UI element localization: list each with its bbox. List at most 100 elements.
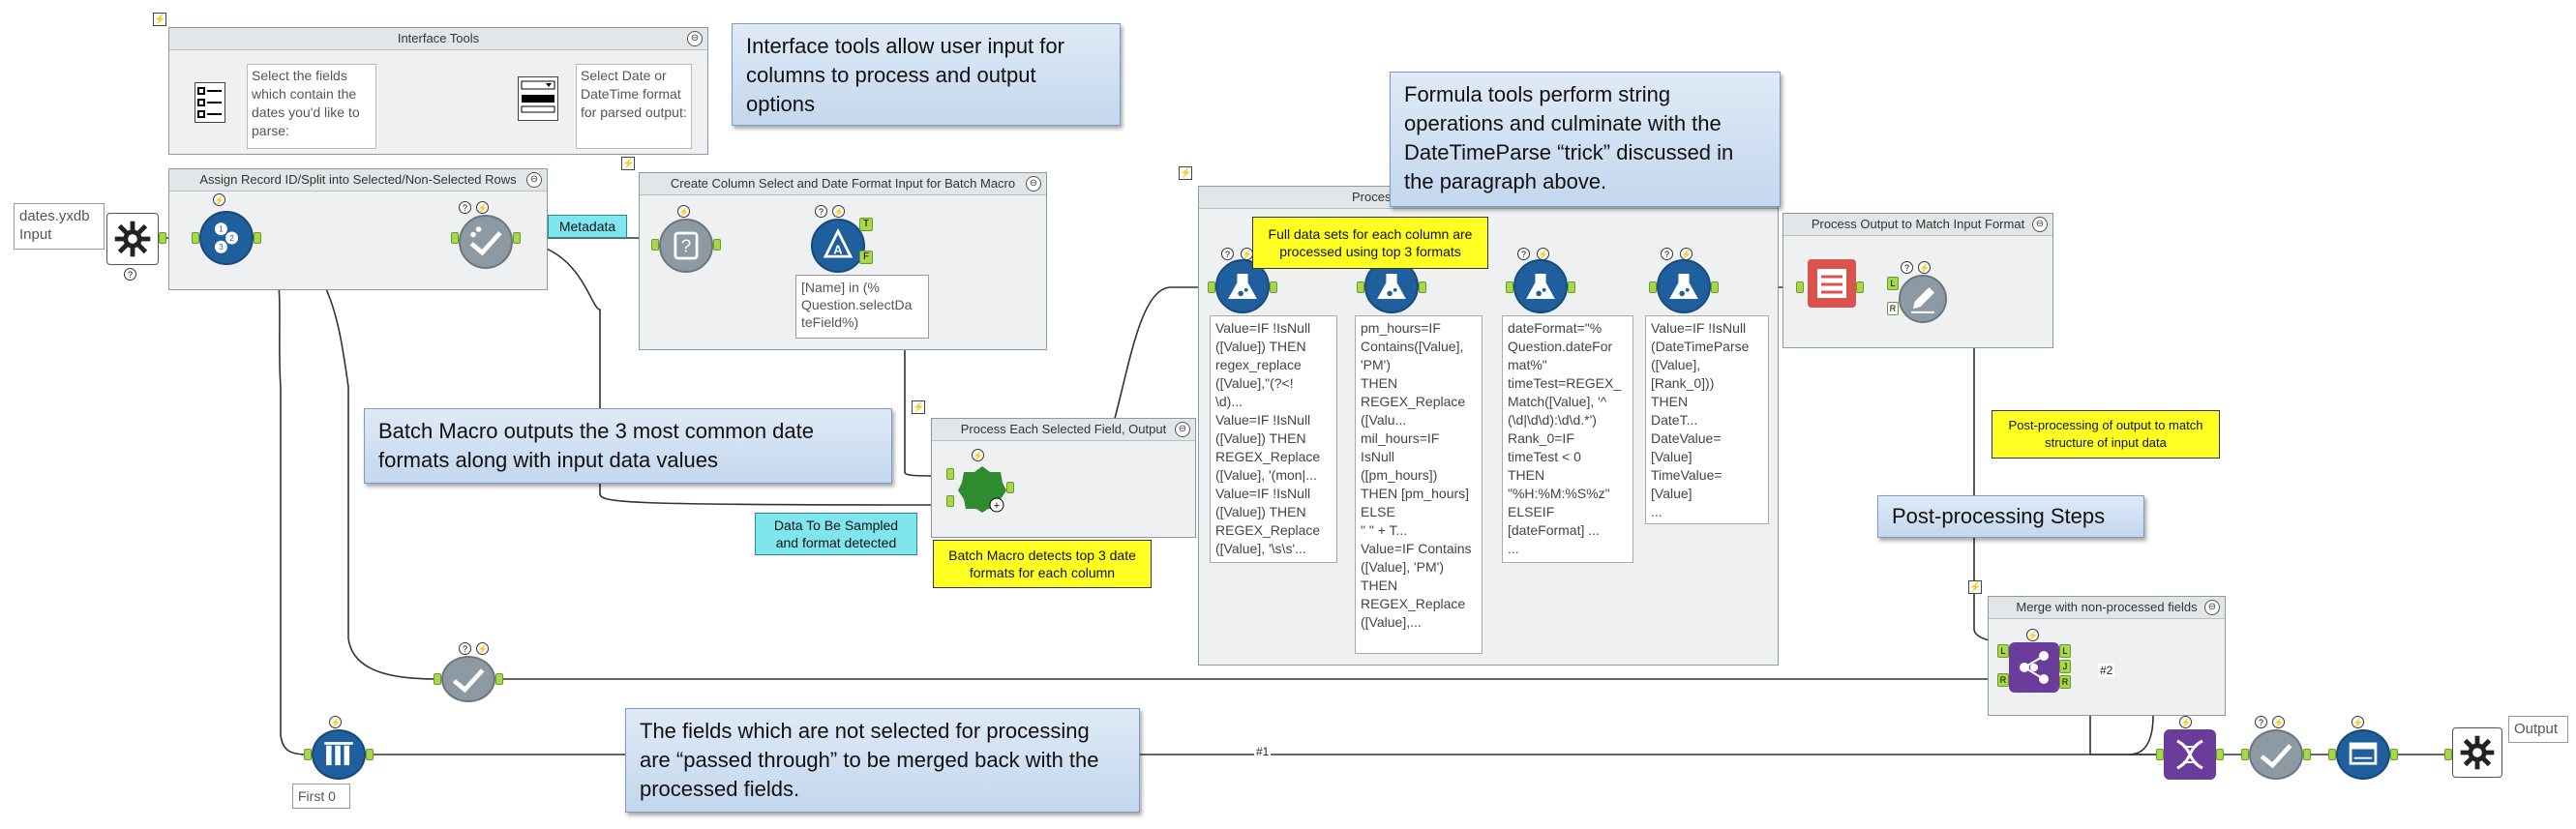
select-output-anchor[interactable]	[2390, 749, 2398, 760]
formula1-question-badge: ?	[1221, 248, 1234, 260]
question-tool[interactable]: ?	[659, 219, 713, 273]
collapse-button[interactable]: ⊖	[687, 31, 703, 46]
formula2-expression: pm_hours=IF Contains([Value], 'PM') THEN…	[1355, 315, 1483, 654]
batch-macro-tool[interactable]: +	[958, 464, 1006, 513]
select-input-anchor[interactable]	[2328, 749, 2336, 760]
dna-icon	[2176, 739, 2203, 770]
crosstab-tool[interactable]	[1808, 259, 1856, 308]
join-r-output-anchor[interactable]: R	[2059, 675, 2071, 689]
join-left-anchor[interactable]: L	[1997, 644, 2009, 658]
formula2-output-anchor[interactable]	[1419, 281, 1426, 293]
crosstab-output-anchor[interactable]	[1856, 281, 1864, 293]
container-lightning-icon: ⚡	[621, 157, 635, 170]
formula1-input-anchor[interactable]	[1208, 281, 1215, 293]
collapse-button[interactable]: ⊖	[1026, 176, 1041, 192]
filter-tool[interactable]: A	[811, 219, 865, 273]
collapse-button[interactable]: ⊖	[526, 172, 542, 188]
macro-input-anchor-1[interactable]	[946, 468, 954, 480]
post-processing-steps-note: Post-processing Steps	[1877, 495, 2144, 538]
svg-text:1: 1	[219, 224, 224, 234]
formula-tool-4[interactable]	[1657, 259, 1711, 313]
filter3-input-anchor[interactable]	[2241, 749, 2249, 760]
filter2-question-badge: ?	[459, 642, 471, 655]
join-tool[interactable]	[2009, 642, 2059, 693]
select-records-tool-3[interactable]	[2249, 729, 2303, 780]
gear-icon	[2460, 735, 2495, 770]
record-id-icon: 123	[214, 222, 239, 253]
question-output-anchor[interactable]	[713, 239, 721, 251]
select-tool[interactable]	[2336, 729, 2390, 780]
select-format-label: Select Date or DateTime format for parse…	[576, 64, 692, 149]
sample-icon	[324, 742, 353, 766]
input-tool[interactable]	[106, 213, 159, 265]
union-input-anchor[interactable]	[2156, 749, 2164, 760]
select-icon	[2349, 742, 2378, 765]
filter-true-anchor[interactable]: T	[859, 218, 873, 231]
formula1-output-anchor[interactable]	[1270, 281, 1277, 293]
filter3-lightning-badge: ⚡	[2272, 716, 2285, 728]
filter-false-anchor[interactable]: F	[859, 251, 873, 264]
question-lightning-badge: ⚡	[677, 205, 690, 218]
formula3-input-anchor[interactable]	[1506, 281, 1513, 293]
filter2-input-anchor[interactable]	[434, 673, 441, 685]
batch-macro-icon: +	[958, 466, 1006, 513]
container-interface-tools[interactable]: Interface Tools ⊖ Select the fields whic…	[168, 27, 708, 155]
select-fields-label: Select the fields which contain the date…	[247, 64, 376, 149]
input-output-anchor[interactable]	[159, 232, 166, 244]
formula4-output-anchor[interactable]	[1711, 281, 1719, 293]
join-j-output-anchor[interactable]: J	[2059, 660, 2071, 673]
formula2-input-anchor[interactable]	[1357, 281, 1364, 293]
sample-output-anchor[interactable]	[366, 749, 374, 760]
select-records-tool-2[interactable]	[441, 656, 495, 702]
svg-text:+: +	[994, 500, 1000, 512]
crosstab-input-anchor[interactable]	[1796, 281, 1804, 293]
full-data-note: Full data sets for each column are proce…	[1252, 217, 1488, 269]
sample-tool[interactable]	[312, 729, 366, 780]
join-right-anchor[interactable]: R	[1997, 673, 2009, 687]
dropdown-icon[interactable]	[518, 76, 558, 121]
select-records-tool[interactable]	[459, 215, 513, 269]
filter-input-anchor[interactable]	[451, 232, 459, 244]
filter3-output-anchor[interactable]	[2303, 749, 2311, 760]
union-tool[interactable]	[2164, 729, 2216, 780]
union-lightning-badge: ⚡	[2179, 716, 2192, 728]
dynamic-right-anchor[interactable]: R	[1887, 302, 1899, 315]
dynamic-rename-tool[interactable]	[1899, 275, 1947, 323]
filter2-output-anchor[interactable]	[495, 673, 503, 685]
collapse-button[interactable]: ⊖	[2204, 600, 2220, 615]
macro-output-anchor[interactable]	[1006, 482, 1014, 493]
pencil-icon	[1911, 287, 1934, 313]
macro-input-anchor-2[interactable]	[946, 495, 954, 507]
formula3-output-anchor[interactable]	[1568, 281, 1575, 293]
filtera-lightning-badge: ⚡	[832, 205, 845, 218]
listbox-icon[interactable]	[195, 82, 225, 123]
svg-text:2: 2	[229, 233, 234, 243]
collapse-button[interactable]: ⊖	[1175, 422, 1190, 437]
output-tool[interactable]	[2452, 727, 2502, 778]
collapse-button[interactable]: ⊖	[2032, 217, 2048, 232]
checkmark-icon	[2260, 744, 2292, 769]
data-sampled-note: Data To Be Sampled and format detected	[755, 513, 917, 555]
container-lightning-icon: ⚡	[1179, 166, 1192, 180]
sample-input-anchor[interactable]	[304, 749, 312, 760]
union-output-anchor[interactable]	[2216, 749, 2224, 760]
recordid-input-anchor[interactable]	[192, 232, 199, 244]
filtera-question-badge: ?	[815, 205, 827, 218]
container-title: Assign Record ID/Split into Selected/Non…	[169, 169, 547, 192]
output-input-anchor[interactable]	[2444, 749, 2452, 760]
formula-tool-3[interactable]	[1513, 259, 1568, 313]
join-l-output-anchor[interactable]: L	[2059, 644, 2071, 658]
filter2-lightning-badge: ⚡	[476, 642, 489, 655]
formula4-input-anchor[interactable]	[1649, 281, 1657, 293]
dynamic-left-anchor[interactable]: L	[1887, 277, 1899, 290]
formula-note: Formula tools perform string operations …	[1390, 72, 1781, 207]
recordid-output-anchor[interactable]	[254, 232, 261, 244]
formula4-question-badge: ?	[1661, 248, 1673, 260]
container-lightning-icon: ⚡	[153, 13, 166, 26]
container-process-output[interactable]: Process Output to Match Input Format ⊖	[1782, 213, 2053, 348]
filter-expression-label: [Name] in (% Question.selectDa teField%)	[795, 275, 929, 339]
question-input-anchor[interactable]	[651, 239, 659, 251]
filter-output-anchor[interactable]	[513, 232, 521, 244]
